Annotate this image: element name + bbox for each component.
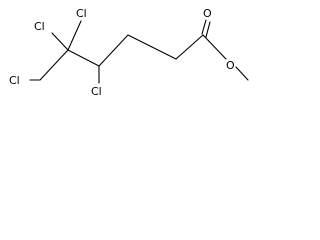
bond-c1-o-double-b [205, 21, 211, 38]
atom-oxygen-carbonyl: O [203, 7, 212, 20]
bond-c2-c1 [175, 34, 204, 60]
atom-cl-lower-left: Cl [9, 74, 20, 87]
bond-o-methyl [235, 66, 249, 81]
bond-c5-cl-left [51, 32, 69, 51]
bond-c4-c3 [98, 34, 129, 67]
bond-ch2-c5 [39, 49, 69, 81]
molecule-svg: Cl Cl Cl Cl O O [9, 7, 249, 98]
bond-c5-cl-top [67, 20, 82, 51]
atom-labels: Cl Cl Cl Cl O O [9, 7, 235, 98]
structure-diagram: Cl Cl Cl Cl O O [0, 0, 255, 117]
bond-c5-c4 [67, 49, 100, 67]
atom-oxygen-ester: O [226, 59, 235, 72]
atom-cl-upper-left: Cl [34, 20, 45, 33]
bond-c1-o-ester [202, 34, 227, 60]
bond-c1-o-double-a [201, 19, 207, 35]
bond-c3-c2 [127, 34, 177, 60]
bonds [29, 19, 249, 84]
atom-cl-middle: Cl [91, 85, 102, 98]
atom-cl-top: Cl [76, 7, 87, 20]
